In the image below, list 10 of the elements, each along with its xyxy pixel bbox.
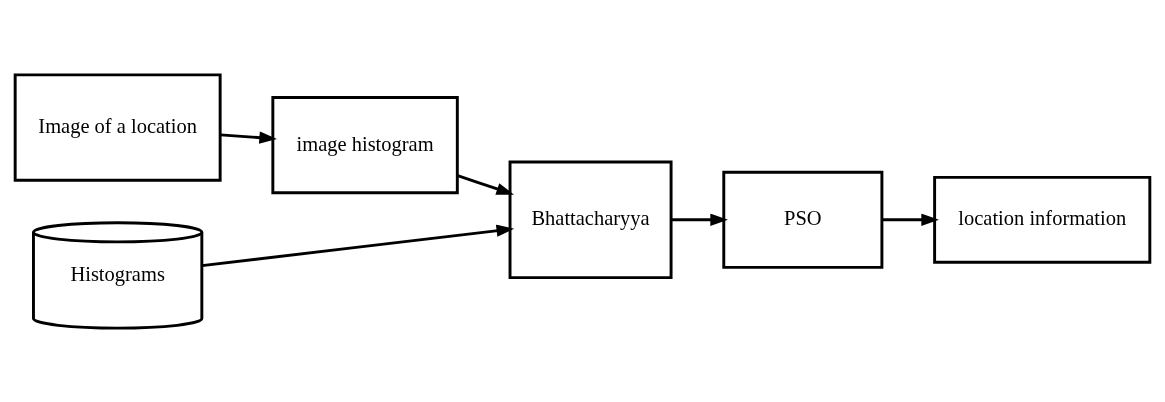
arrow xyxy=(882,213,939,226)
node-box: image histogram xyxy=(271,95,459,194)
node-box: location information xyxy=(933,175,1152,264)
arrow xyxy=(220,131,277,144)
node-box: Bhattacharyya xyxy=(508,160,673,279)
arrow xyxy=(457,173,515,195)
node-box: Image of a location xyxy=(13,72,222,182)
arrow xyxy=(201,224,515,267)
node-box: PSO xyxy=(722,170,884,269)
arrow xyxy=(671,213,728,226)
